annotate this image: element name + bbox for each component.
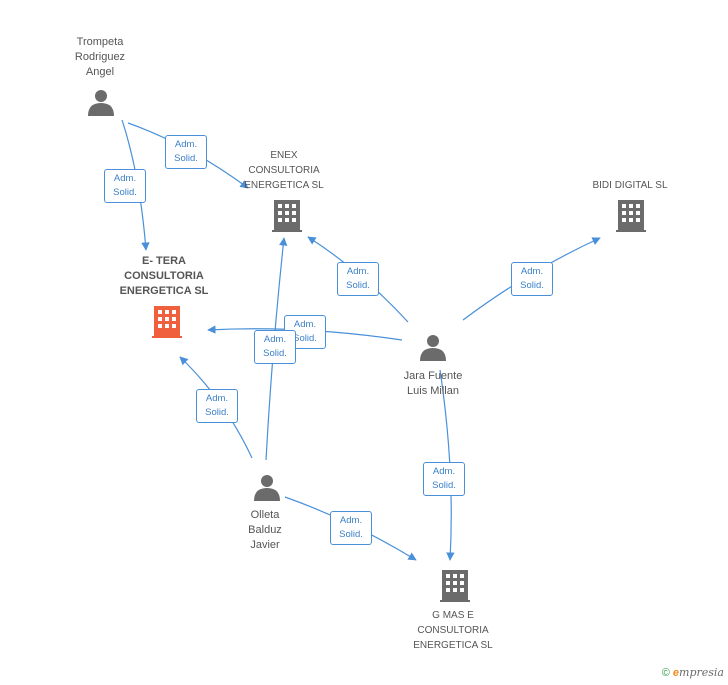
building-icon-highlighted	[152, 306, 182, 338]
footer-brand: © empresia	[662, 666, 724, 679]
edge-label: Adm. Solid.	[104, 169, 146, 203]
edge-label: Adm. Solid.	[337, 262, 379, 296]
brand-name: mpresia	[679, 666, 724, 679]
building-icon	[440, 570, 470, 602]
edge-label: Adm. Solid.	[330, 511, 372, 545]
person-icon	[254, 475, 280, 501]
edge-label: Adm. Solid.	[165, 135, 207, 169]
copyright-symbol: ©	[661, 667, 670, 679]
person-icon	[88, 90, 114, 116]
node-label-bidi[interactable]: BIDI DIGITAL SL	[592, 180, 668, 191]
brand-logo-e: e	[672, 667, 680, 679]
person-icon	[420, 335, 446, 361]
building-icon	[272, 200, 302, 232]
node-label-jara[interactable]: Jara Fuente Luis Millan	[403, 370, 463, 397]
node-label-trompeta[interactable]: Trompeta Rodriguez Angel	[74, 36, 126, 78]
node-label-enex[interactable]: ENEX CONSULTORIA ENERGETICA SL	[244, 150, 324, 191]
edge-label: Adm. Solid.	[196, 389, 238, 423]
edge-label: Adm. Solid.	[511, 262, 553, 296]
edge-label: Adm. Solid.	[254, 330, 296, 364]
building-icon	[616, 200, 646, 232]
node-label-etera[interactable]: E- TERA CONSULTORIA ENERGETICA SL	[119, 255, 209, 297]
node-label-olleta[interactable]: Olleta Balduz Javier	[248, 509, 282, 551]
node-label-gmas[interactable]: G MAS E CONSULTORIA ENERGETICA SL	[413, 610, 493, 651]
edge-label: Adm. Solid.	[423, 462, 465, 496]
